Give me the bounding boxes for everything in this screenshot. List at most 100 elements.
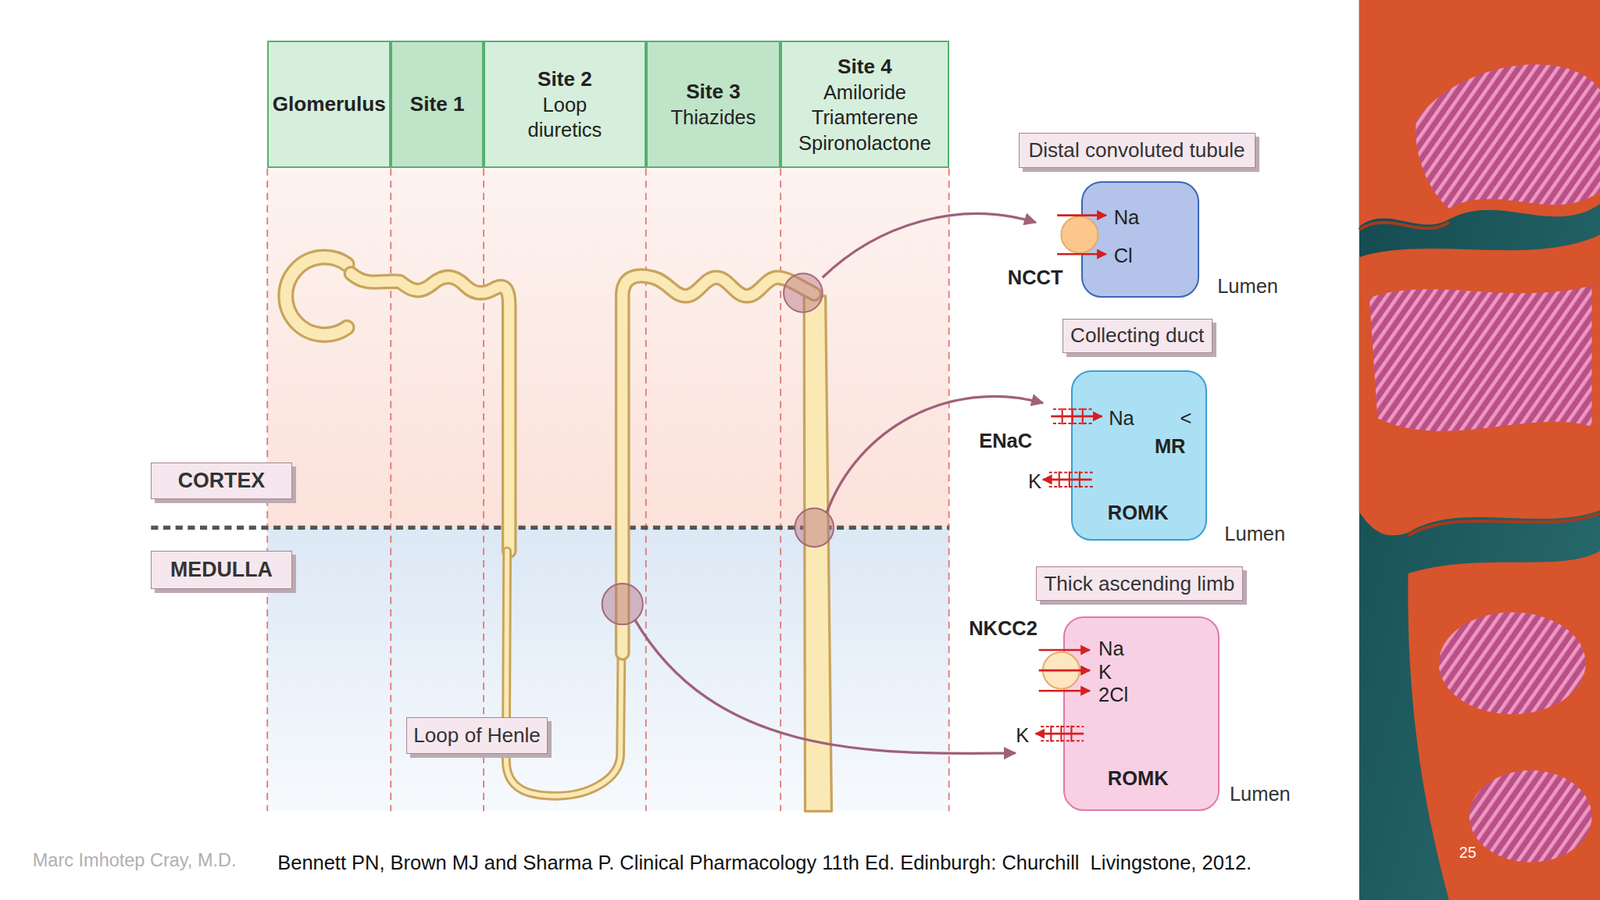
svg-path xyxy=(826,396,1043,513)
svg-circle xyxy=(602,583,643,625)
transporter-name: NCCT xyxy=(1007,265,1064,289)
ion-label: < xyxy=(1180,406,1193,429)
site-header-cell: Site 4Amiloride Triamterene Spironolacto… xyxy=(780,40,950,168)
svg-path xyxy=(1359,222,1450,230)
svg-line xyxy=(1071,407,1074,425)
lumen-label: Lumen xyxy=(1229,782,1291,806)
svg-line xyxy=(1053,408,1094,411)
svg-line xyxy=(1039,669,1090,672)
svg-line xyxy=(1039,689,1090,693)
svg-path xyxy=(622,275,815,654)
site-heading: Site 3 xyxy=(685,78,741,105)
ion-label: Na xyxy=(1098,637,1125,661)
svg-line xyxy=(1070,725,1072,743)
svg-rect xyxy=(267,168,949,529)
box-label: Distal convoluted tubule xyxy=(1028,137,1245,164)
svg-ellipse xyxy=(1469,770,1593,863)
svg-rect xyxy=(1359,0,1600,900)
svg-line xyxy=(1039,649,1090,652)
tubule-cell: ENaCNa<MRKROMK xyxy=(1071,370,1208,541)
transporter-name: ROMK xyxy=(1107,501,1169,525)
svg-line xyxy=(1068,471,1071,488)
svg-path xyxy=(1359,234,1600,536)
svg-line xyxy=(1078,471,1081,488)
svg-line xyxy=(1057,253,1107,256)
svg-path xyxy=(285,257,347,335)
svg-path xyxy=(822,214,1036,279)
citation: Bennett PN, Brown MJ and Sharma P. Clini… xyxy=(277,850,1252,874)
svg-path xyxy=(350,273,509,551)
svg-line xyxy=(389,168,392,812)
svg-line xyxy=(1058,471,1061,488)
transporter-name: MR xyxy=(1154,435,1186,458)
ion-label: Na xyxy=(1114,205,1140,229)
site-heading: Site 1 xyxy=(410,91,465,118)
svg-line xyxy=(779,168,782,812)
segment-label: Distal convoluted tubule xyxy=(1018,132,1256,169)
svg-path xyxy=(350,273,509,551)
ion-label: K xyxy=(1098,660,1112,684)
site-header-cell: Site 1 xyxy=(390,40,484,168)
svg-path xyxy=(1369,285,1593,432)
box-label: Loop of Henle xyxy=(413,722,541,749)
transporter-name: NKCC2 xyxy=(968,616,1038,640)
nkcc2-symbol xyxy=(1039,650,1090,691)
site-heading: Site 4 xyxy=(837,53,893,80)
svg-circle xyxy=(1042,652,1080,690)
box-label: MEDULLA xyxy=(170,556,273,583)
segment-label: Collecting duct xyxy=(1062,318,1213,354)
svg-line xyxy=(1060,725,1062,743)
svg-line xyxy=(1061,407,1064,425)
ncct-symbol xyxy=(1057,215,1107,255)
drug-list: Amiloride Triamterene Spironolactone xyxy=(788,79,942,156)
romk-symbol xyxy=(1042,471,1094,488)
svg-path xyxy=(285,257,347,335)
ion-label: 2Cl xyxy=(1098,682,1129,706)
author-watermark: Marc Imhotep Cray, M.D. xyxy=(32,850,237,872)
svg-path xyxy=(1407,513,1600,536)
svg-path xyxy=(1359,0,1600,227)
svg-circle xyxy=(1060,216,1098,254)
svg-line xyxy=(482,168,485,812)
svg-path xyxy=(506,550,622,796)
transporter-name: ROMK xyxy=(1107,766,1169,790)
svg-line xyxy=(1049,471,1094,474)
svg-path xyxy=(622,275,815,654)
segment-label: Loop of Henle xyxy=(406,717,549,754)
box-label: CORTEX xyxy=(178,467,266,494)
ion-label: Na xyxy=(1108,406,1135,429)
svg-line xyxy=(1040,725,1084,728)
zone-label: CORTEX xyxy=(150,462,292,500)
lumen-label: Lumen xyxy=(1217,274,1279,297)
zone-background xyxy=(267,168,949,812)
svg-rect xyxy=(267,527,949,811)
site-header-cell: Site 3Thiazides xyxy=(646,40,781,168)
ion-label: K xyxy=(1028,469,1042,493)
page-number: 25 xyxy=(1459,842,1477,861)
site-header-cell: Site 2Loop diuretics xyxy=(483,40,647,168)
svg-line xyxy=(1050,415,1102,418)
site-dividers xyxy=(267,168,949,812)
svg-line xyxy=(1040,739,1084,742)
svg-line xyxy=(1082,407,1084,425)
leader-arrow xyxy=(634,214,1043,754)
tubule-cell: NCCTNaCl xyxy=(1081,181,1199,298)
svg-circle xyxy=(794,507,834,547)
svg-path xyxy=(506,550,622,796)
ion-label: K xyxy=(1015,724,1029,747)
svg-line xyxy=(1042,478,1093,482)
zone-label: MEDULLA xyxy=(150,550,292,589)
svg-line xyxy=(1050,725,1052,743)
nephron-tubule xyxy=(285,257,833,811)
svg-line xyxy=(645,168,647,812)
ion-label: Cl xyxy=(1114,244,1133,268)
svg-path xyxy=(1415,64,1600,208)
svg-path xyxy=(1407,550,1600,900)
box-label: Thick ascending limb xyxy=(1043,571,1235,597)
svg-line xyxy=(1049,485,1094,488)
site-header-cell: Glomerulus xyxy=(267,40,391,168)
enac-symbol xyxy=(1050,407,1102,425)
romk-symbol xyxy=(1035,725,1084,743)
